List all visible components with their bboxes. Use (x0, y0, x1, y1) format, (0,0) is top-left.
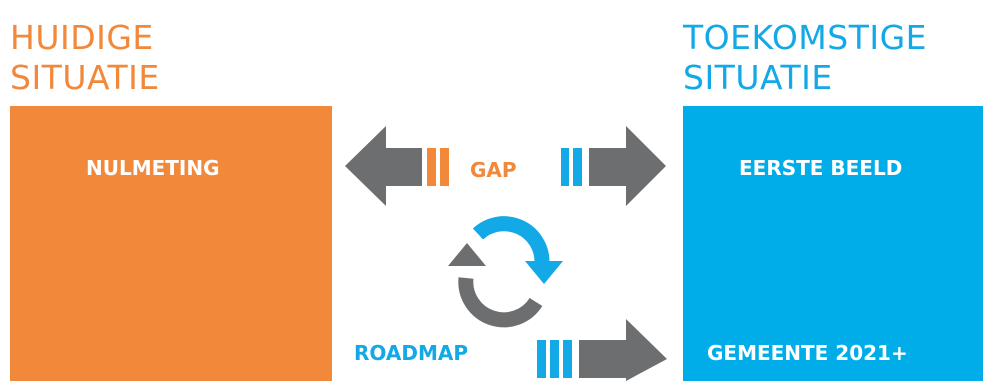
refresh-blue-arc (472, 216, 550, 263)
roadmap-blue-bar-2 (550, 340, 559, 378)
orange-bar-2 (440, 148, 449, 186)
double-arrow-icon (345, 126, 666, 206)
orange-bar-1 (427, 148, 436, 186)
left-arrow-head (345, 126, 386, 206)
current-heading-line2: SITUATIE (10, 58, 160, 97)
current-situation-heading: HUIDIGE SITUATIE (10, 18, 160, 98)
future-heading-line1: TOEKOMSTIGE (683, 18, 928, 57)
current-heading-line1: HUIDIGE (10, 18, 154, 57)
refresh-gray-head (448, 243, 486, 266)
right-arrow-shaft (589, 148, 627, 186)
roadmap-arrow-head (626, 319, 667, 381)
current-situation-box: NULMETING (10, 106, 332, 381)
right-arrow-icon (537, 319, 667, 381)
refresh-blue-head (525, 261, 563, 284)
left-arrow-shaft (385, 148, 422, 186)
roadmap-blue-bar-1 (537, 340, 546, 378)
roadmap-arrow-shaft (579, 340, 627, 378)
roadmap-label: ROADMAP (354, 341, 468, 365)
gap-label: GAP (470, 158, 517, 182)
right-arrow-head (626, 126, 666, 206)
blue-bar-1 (561, 148, 569, 186)
future-situation-box: EERSTE BEELD GEMEENTE 2021+ (683, 106, 983, 381)
future-situation-heading: TOEKOMSTIGE SITUATIE (683, 18, 927, 98)
eerste-beeld-label: EERSTE BEELD (739, 156, 903, 180)
future-heading-line2: SITUATIE (683, 58, 833, 97)
nulmeting-label: NULMETING (86, 156, 220, 180)
refresh-gray-arc (458, 277, 543, 328)
refresh-cycle-icon (448, 216, 563, 328)
blue-bar-2 (573, 148, 582, 186)
roadmap-blue-bar-3 (563, 340, 572, 378)
gemeente-2021-label: GEMEENTE 2021+ (707, 341, 908, 365)
